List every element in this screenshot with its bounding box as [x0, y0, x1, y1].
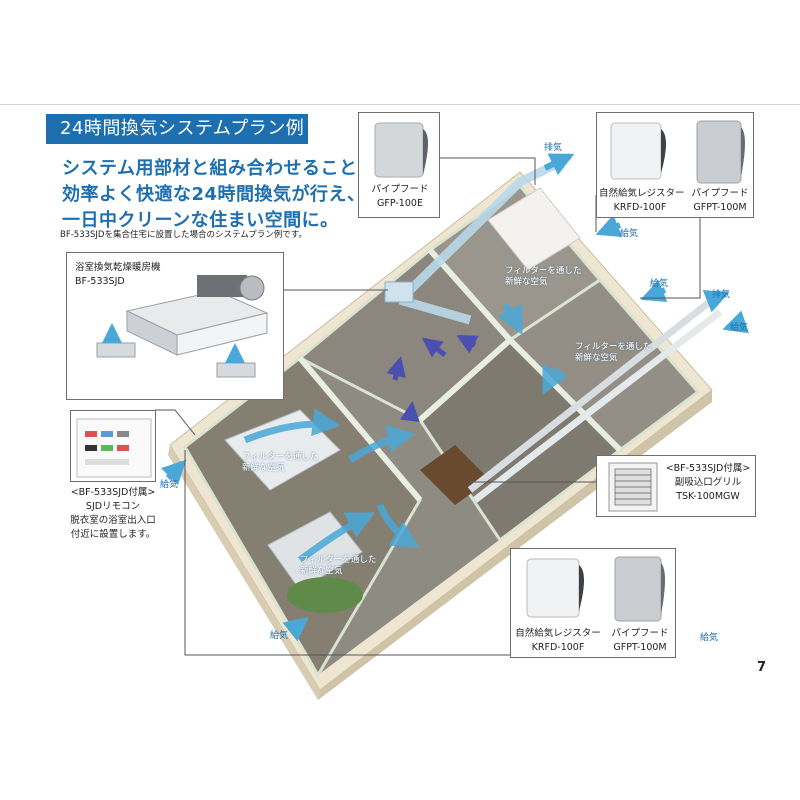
register-top-name: 自然給気レジスター: [599, 188, 685, 199]
remote-line-4: 付近に設置します。: [70, 529, 156, 540]
fresh-air-4a: フィルターを通した: [300, 555, 377, 565]
pipe-hood-right-model: GFPT-100M: [693, 202, 747, 213]
register-bottom-model: KRFD-100F: [531, 642, 585, 653]
products-card-top-right: 自然給気レジスター KRFD-100F パイプフード GFPT-100M: [596, 112, 754, 218]
exhaust-label-top: 排気: [544, 143, 563, 153]
supply-label-top: 給気: [620, 229, 639, 239]
fresh-air-1b: 新鮮な空気: [505, 277, 548, 287]
fresh-air-3a: フィルターを通した: [242, 452, 319, 462]
register-top-model: KRFD-100F: [613, 202, 667, 213]
remote-line-2: SJDリモコン: [85, 501, 141, 512]
unit-model: BF-533SJD: [75, 276, 125, 287]
products-card-bottom: 自然給気レジスター KRFD-100F パイプフード GFPT-100M: [510, 548, 676, 658]
plan-note: BF-533SJDを集合住宅に設置した場合のシステムプラン例です。: [60, 230, 307, 240]
fresh-air-2b: 新鮮な空気: [575, 353, 618, 363]
register-and-hood-bottom-icon: [526, 556, 665, 622]
pipe-hood-icon: [374, 122, 428, 178]
fresh-air-3b: 新鮮な空気: [242, 463, 285, 473]
exhaust-label-right: 排気: [712, 290, 731, 300]
pipe-hood-bottom-name: パイプフード: [611, 628, 669, 639]
grille-line-1: <BF-533SJD付属>: [665, 463, 751, 474]
grille-icon: [608, 462, 658, 512]
pipe-hood-top-model: GFP-100E: [377, 198, 423, 209]
fresh-air-1a: フィルターを通した: [505, 266, 582, 276]
remote-panel-icon: [76, 418, 152, 478]
supply-label-bottom: 給気: [270, 631, 289, 641]
supply-label-bottom-right: 給気: [700, 633, 719, 643]
lead-line-2: 効率よく快適な24時間換気が行え、: [62, 184, 366, 205]
supply-label-left: 給気: [160, 480, 179, 490]
grille-line-2: 副吸込口グリル: [674, 477, 742, 488]
supply-label-right: 給気: [650, 279, 669, 289]
lead-line-3: 一日中クリーンな住まい空間に。: [62, 210, 339, 231]
grille-card: <BF-533SJD付属> 副吸込口グリル TSK-100MGW: [596, 455, 756, 517]
grille-line-3: TSK-100MGW: [676, 491, 740, 502]
pipe-hood-right-name: パイプフード: [691, 188, 749, 199]
unit-title: 浴室換気乾燥暖房機: [75, 262, 161, 273]
fresh-air-2a: フィルターを通した: [575, 342, 652, 352]
pipe-hood-card-top: パイプフード GFP-100E: [358, 112, 440, 218]
register-and-hood-icon: [610, 120, 745, 184]
pipe-hood-top-name: パイプフード: [371, 184, 429, 195]
lead-line-1: システム用部材と組み合わせることで: [62, 158, 376, 179]
pipe-hood-bottom-model: GFPT-100M: [613, 642, 667, 653]
unit-card: 浴室換気乾燥暖房機 BF-533SJD: [66, 252, 284, 400]
remote-card: [70, 410, 156, 482]
bath-unit-icon: [96, 275, 269, 378]
section-banner: 24時間換気システムプラン例: [46, 114, 308, 144]
top-rule: [0, 104, 800, 105]
supply-label-far-right: 給気: [730, 323, 749, 333]
register-bottom-name: 自然給気レジスター: [515, 628, 601, 639]
page-number: 7: [756, 660, 766, 675]
remote-line-3: 脱衣室の浴室出入口: [70, 515, 156, 526]
remote-line-1: <BF-533SJD付属>: [70, 487, 156, 498]
fresh-air-4b: 新鮮な空気: [300, 566, 343, 576]
